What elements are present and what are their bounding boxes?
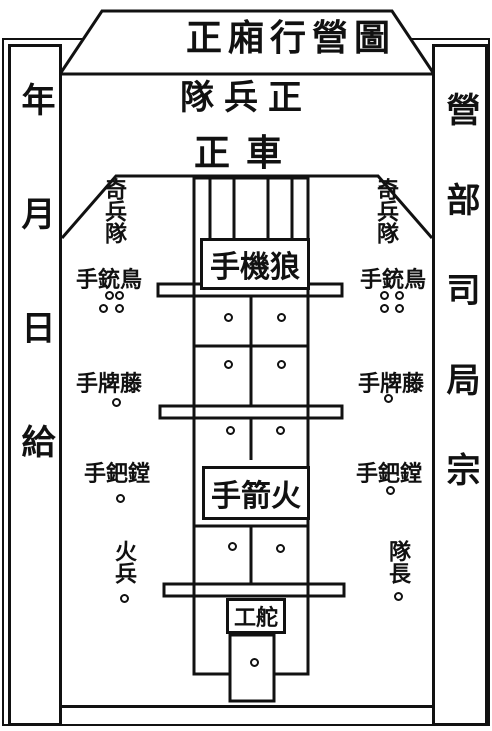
left-item-1: 手銃鳥 — [76, 267, 143, 293]
left-item-4: 火兵 — [111, 540, 137, 584]
left-item-3: 手鈀鏜 — [84, 461, 151, 487]
cart-label: 正車 — [193, 132, 298, 174]
left-hole — [105, 291, 114, 300]
left-item-2: 手牌藤 — [76, 371, 143, 397]
cart-hole — [228, 542, 237, 551]
cart-hole — [226, 426, 235, 435]
left-hole — [99, 304, 108, 313]
left-heading: 奇兵隊 — [101, 178, 127, 244]
right-item-1: 手銃鳥 — [360, 267, 427, 293]
cart-hole — [277, 360, 286, 369]
right-column — [432, 44, 488, 726]
cart-hole — [250, 658, 259, 667]
diagram-title: 正廂行營圖 — [185, 17, 396, 59]
base-line — [62, 705, 432, 708]
right-item-2: 手牌藤 — [358, 371, 425, 397]
band-middle-label: 手箭火 — [211, 479, 301, 514]
left-column — [8, 44, 62, 726]
right-hole — [394, 592, 403, 601]
left-hole — [120, 594, 129, 603]
cart-hole — [276, 544, 285, 553]
right-hole — [386, 486, 395, 495]
right-item-4: 隊長 — [385, 540, 411, 584]
axle-bottom — [162, 582, 346, 598]
band-top-label: 手機狼 — [210, 250, 300, 285]
left-column-text: 年月日給 — [15, 82, 55, 538]
right-hole — [380, 304, 389, 313]
band-middle: 手箭火 — [202, 466, 310, 520]
cart-hole — [224, 313, 233, 322]
cart-hole — [224, 360, 233, 369]
band-top: 手機狼 — [200, 238, 310, 290]
right-column-text: 營部司局宗 — [440, 92, 480, 542]
right-hole — [395, 304, 404, 313]
band-bottom-label: 工舵 — [234, 605, 279, 631]
left-hole — [115, 304, 124, 313]
left-hole — [112, 398, 121, 407]
right-hole — [384, 394, 393, 403]
left-hole — [116, 494, 125, 503]
inner-area — [62, 174, 432, 239]
right-hole — [380, 291, 389, 300]
cart-tongue — [228, 633, 276, 703]
right-item-3: 手鈀鏜 — [356, 461, 423, 487]
subtitle: 隊兵正 — [180, 78, 312, 118]
right-hole — [395, 291, 404, 300]
cart-hole — [276, 426, 285, 435]
band-bottom: 工舵 — [226, 598, 286, 634]
axle-middle — [158, 404, 344, 420]
right-heading: 奇兵隊 — [373, 178, 399, 244]
cart-hole — [277, 313, 286, 322]
left-hole — [115, 291, 124, 300]
inner-outline — [62, 174, 432, 239]
